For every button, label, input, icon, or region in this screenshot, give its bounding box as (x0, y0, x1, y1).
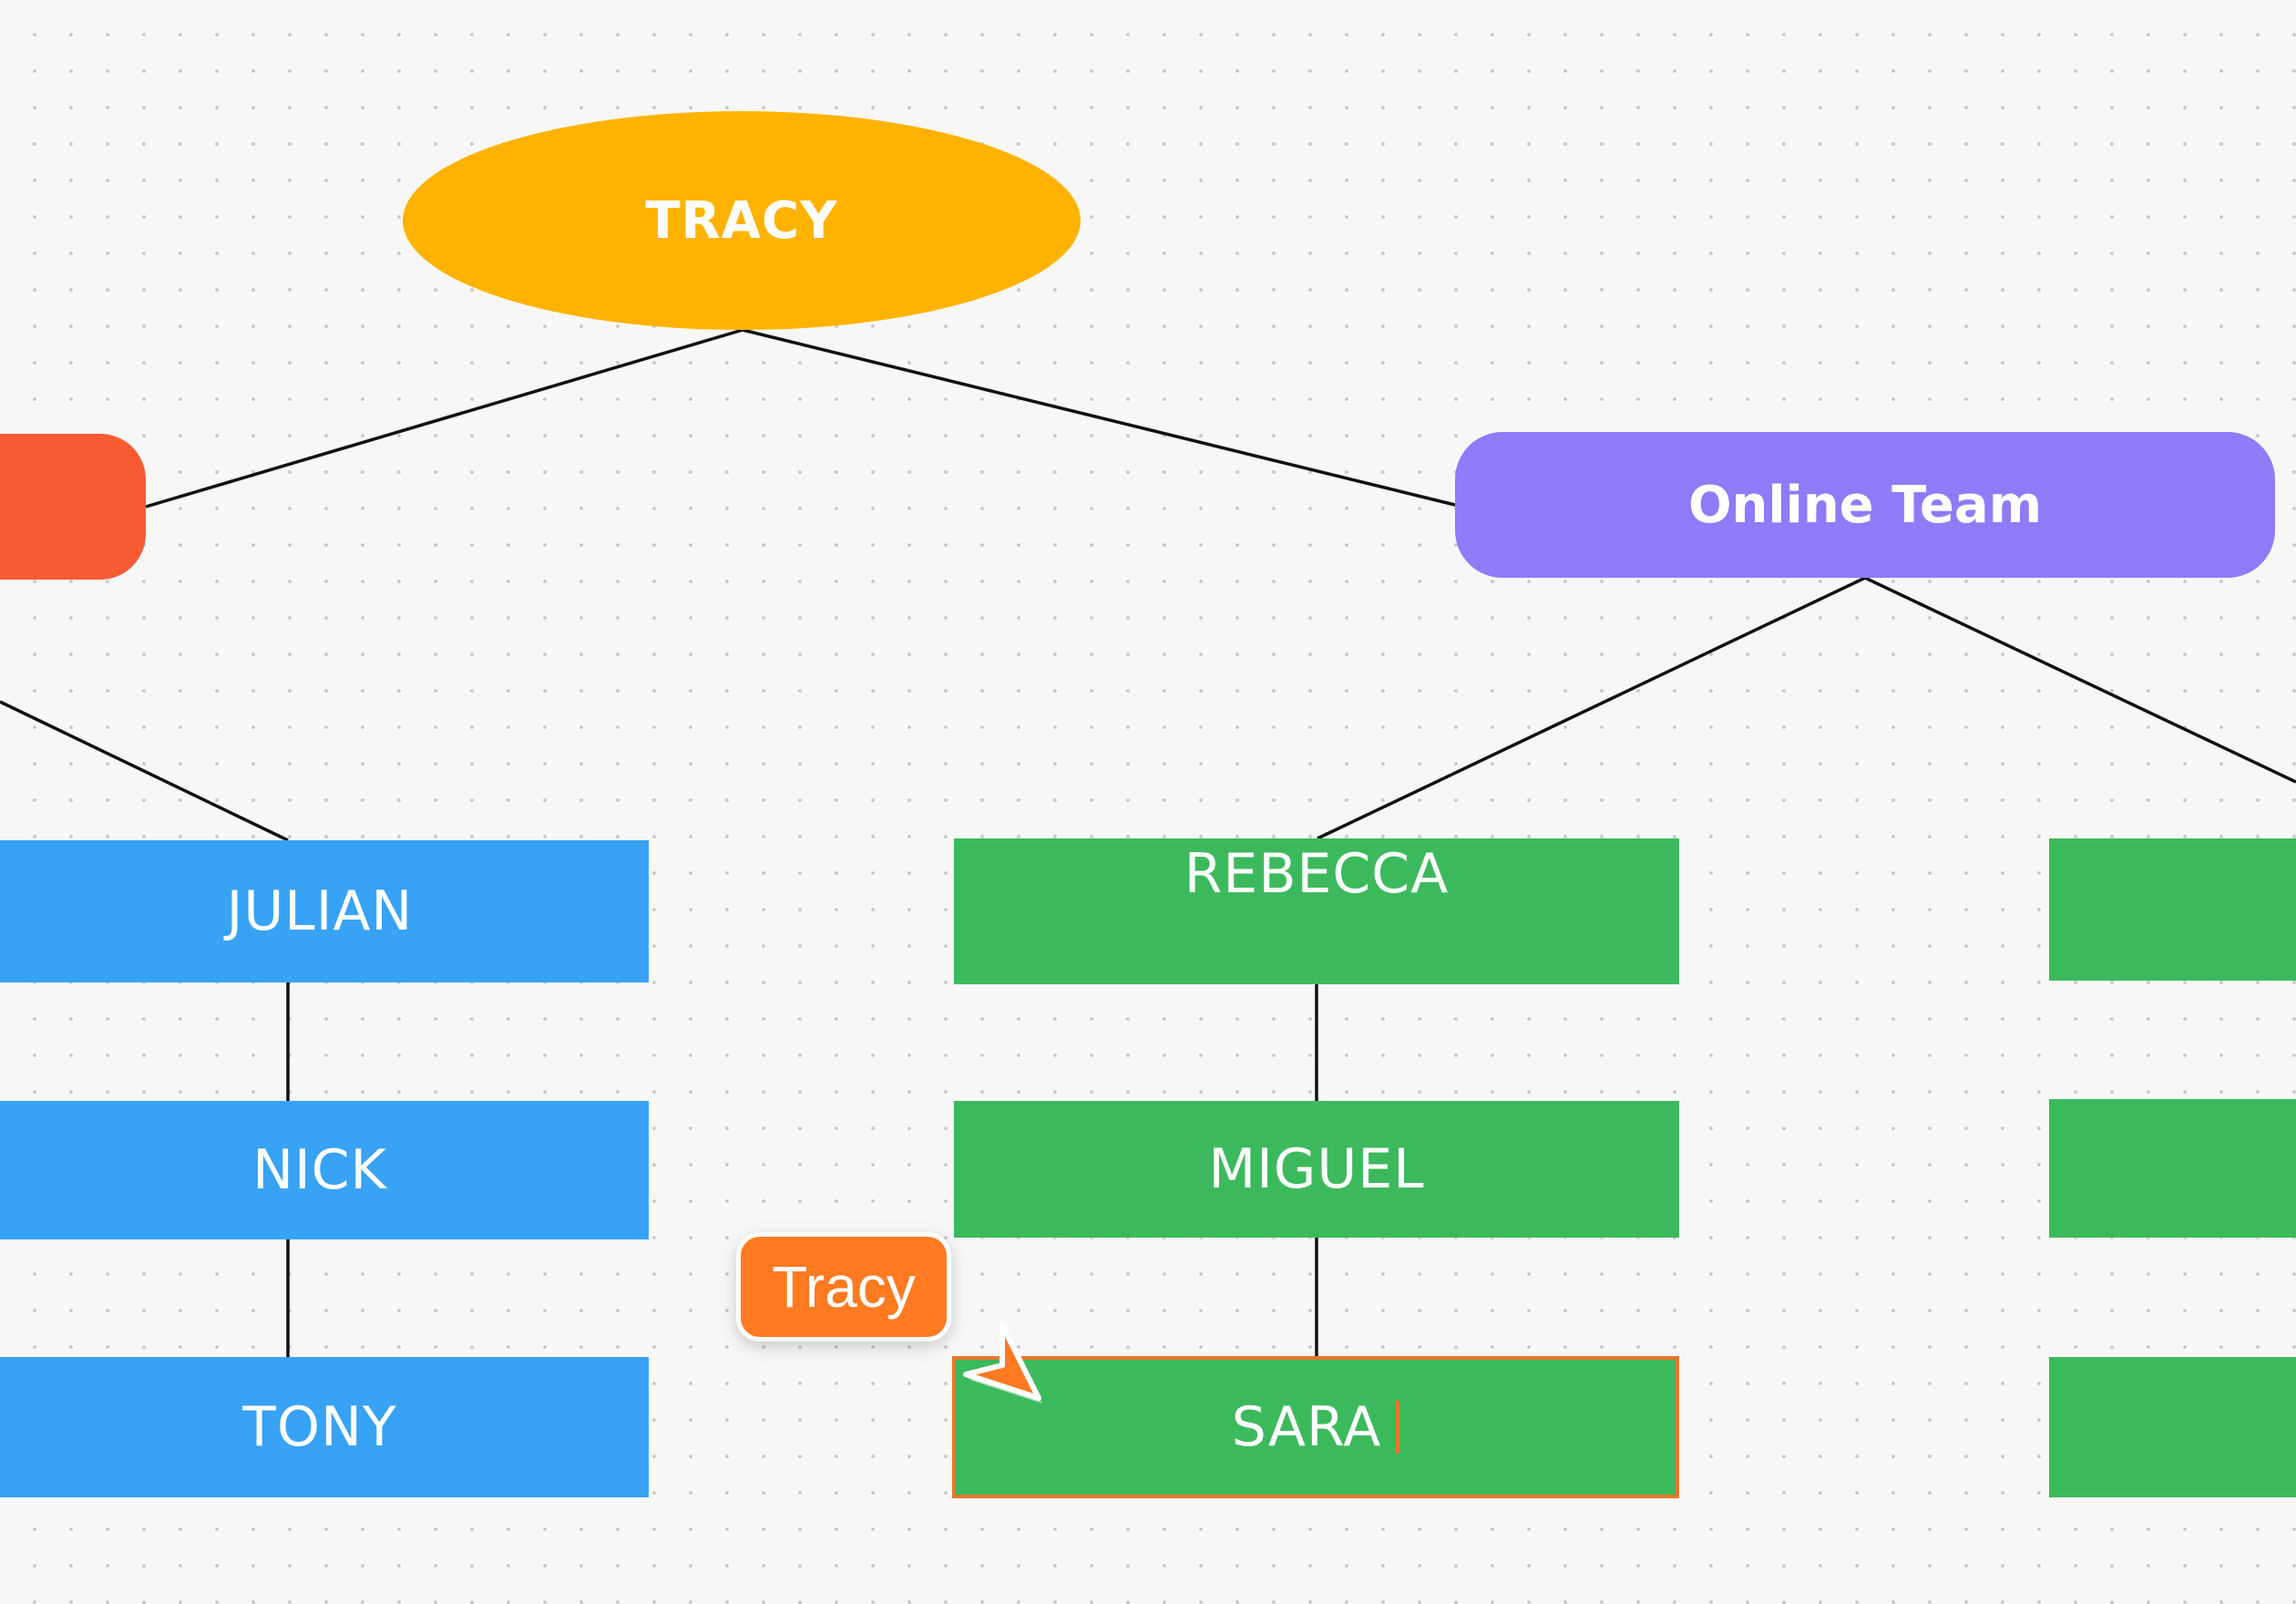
collaborator-cursor: Tracy (736, 1232, 1046, 1414)
root-node-tracy[interactable]: TRACY (403, 111, 1081, 330)
team-node-left-partial[interactable] (0, 434, 146, 580)
member-node-right-partial-1[interactable] (2049, 838, 2296, 981)
connector-line-2 (742, 328, 1456, 507)
member-node-label: NICK (252, 1138, 387, 1202)
collaborator-name-tag: Tracy (736, 1232, 951, 1342)
team-node-online-label: Online Team (1687, 475, 2043, 535)
member-node-miguel[interactable]: MIGUEL (954, 1101, 1679, 1238)
member-node-label: MIGUEL (1208, 1137, 1425, 1201)
member-node-tony[interactable]: TONY (0, 1357, 649, 1497)
connector-line-1 (145, 328, 743, 509)
text-edit-field[interactable]: SARA (1232, 1395, 1400, 1459)
member-node-sara-selected[interactable]: SARA (952, 1356, 1679, 1498)
member-node-julian[interactable]: JULIAN (0, 840, 649, 982)
root-node-label: TRACY (645, 190, 838, 251)
member-node-label: REBECCA (1184, 842, 1450, 906)
member-node-nick[interactable]: NICK (0, 1101, 649, 1239)
collaborator-name: Tracy (772, 1254, 916, 1320)
member-node-label: JULIAN (226, 879, 414, 943)
member-node-rebecca[interactable]: REBECCA (954, 838, 1679, 984)
member-node-right-partial-3[interactable] (2049, 1357, 2296, 1497)
text-caret (1396, 1401, 1400, 1454)
pointer-arrow-icon (963, 1322, 1042, 1404)
member-node-label: SARA (1231, 1395, 1382, 1459)
team-node-online-team[interactable]: Online Team (1455, 432, 2275, 578)
connector-line-3 (0, 700, 289, 842)
member-node-right-partial-2[interactable] (2049, 1099, 2296, 1238)
connector-line-4 (1317, 576, 1866, 840)
member-node-label: TONY (242, 1395, 397, 1459)
connector-line-5 (1864, 576, 2296, 784)
